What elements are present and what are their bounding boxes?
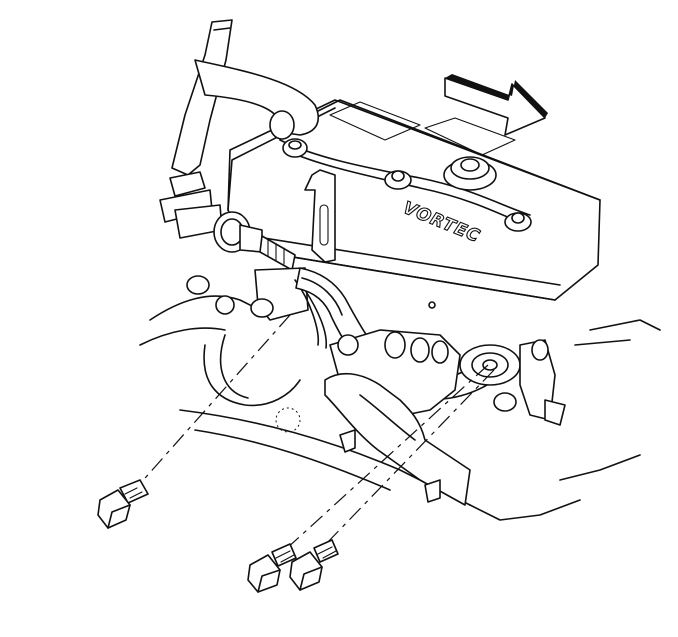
vent-hose [171, 19, 319, 176]
hose-clamp [159, 171, 213, 223]
bracket-bolt [250, 298, 274, 318]
boss-bolt [186, 275, 235, 315]
bolt-left [97, 479, 149, 529]
oil-fill-cap [443, 156, 497, 191]
valve-cover-bolt-left [282, 138, 308, 158]
sender-fitting [174, 204, 296, 271]
engine-block-outline [139, 295, 661, 521]
bolt-lower-center [247, 543, 297, 593]
exhaust-manifold [324, 329, 471, 506]
front-direction-arrow [444, 74, 548, 136]
bolt-lower-right [289, 539, 339, 591]
valve-cover-bolt-right [504, 212, 532, 232]
pipe-flange [459, 339, 566, 426]
alignment-lines [129, 314, 495, 551]
valve-cover-bolt-center [384, 170, 412, 190]
